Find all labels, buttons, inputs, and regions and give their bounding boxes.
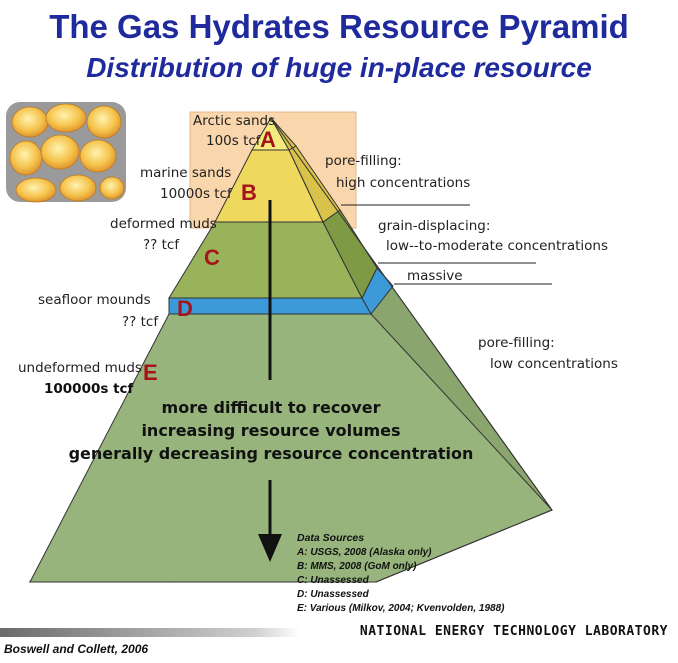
label-grain-displacing-2: low--to-moderate concentrations bbox=[386, 238, 608, 254]
organization-name: NATIONAL ENERGY TECHNOLOGY LABORATORY bbox=[359, 624, 668, 639]
arrow-text-line-2: increasing resource volumes bbox=[141, 421, 400, 440]
diagram-title: The Gas Hydrates Resource Pyramid bbox=[49, 8, 629, 45]
label-arctic-sands: Arctic sands bbox=[193, 113, 275, 129]
footer-gradient-bar bbox=[0, 628, 300, 637]
label-deformed-muds: deformed muds bbox=[110, 216, 217, 232]
center-arrow-head bbox=[258, 534, 282, 562]
data-source-item: C: Unassessed bbox=[297, 575, 370, 586]
data-sources-title: Data Sources bbox=[297, 532, 364, 544]
arrow-text-line-3: generally decreasing resource concentrat… bbox=[69, 444, 474, 463]
label-undeformed-value: 100000s tcf bbox=[44, 381, 134, 397]
tier-letter-b: B bbox=[241, 180, 257, 205]
data-source-item: A: USGS, 2008 (Alaska only) bbox=[296, 547, 432, 558]
label-deformed-value: ?? tcf bbox=[143, 237, 180, 253]
tier-e-undeformed-muds bbox=[29, 313, 553, 583]
arrow-text-line-1: more difficult to recover bbox=[162, 398, 381, 417]
label-arctic-value: 100s tcf bbox=[206, 133, 262, 149]
label-seafloor-value: ?? tcf bbox=[122, 314, 159, 330]
label-pore-filling-low-1: pore-filling: bbox=[478, 335, 555, 351]
tier-letter-d: D bbox=[177, 296, 193, 321]
label-massive: massive bbox=[407, 268, 463, 284]
data-source-item: B: MMS, 2008 (GoM only) bbox=[297, 561, 417, 572]
data-source-item: D: Unassessed bbox=[297, 589, 370, 600]
diagram-subtitle: Distribution of huge in-place resource bbox=[86, 52, 592, 83]
label-seafloor-mounds: seafloor mounds bbox=[38, 292, 151, 308]
label-undeformed-muds: undeformed muds bbox=[18, 360, 142, 376]
label-marine-value: 10000s tcf bbox=[160, 186, 233, 202]
label-pore-filling-high-2: high concentrations bbox=[336, 175, 470, 191]
tier-letter-c: C bbox=[204, 245, 220, 270]
data-source-item: E: Various (Milkov, 2004; Kvenvolden, 19… bbox=[297, 603, 505, 614]
credit-line: Boswell and Collett, 2006 bbox=[4, 642, 149, 656]
tier-letter-e: E bbox=[143, 360, 158, 385]
label-pore-filling-low-2: low concentrations bbox=[490, 356, 618, 372]
label-marine-sands: marine sands bbox=[140, 165, 231, 181]
tier-letter-a: A bbox=[260, 127, 276, 152]
label-pore-filling-high-1: pore-filling: bbox=[325, 153, 402, 169]
label-grain-displacing-1: grain-displacing: bbox=[378, 218, 490, 234]
sand-grains-image bbox=[6, 102, 126, 203]
